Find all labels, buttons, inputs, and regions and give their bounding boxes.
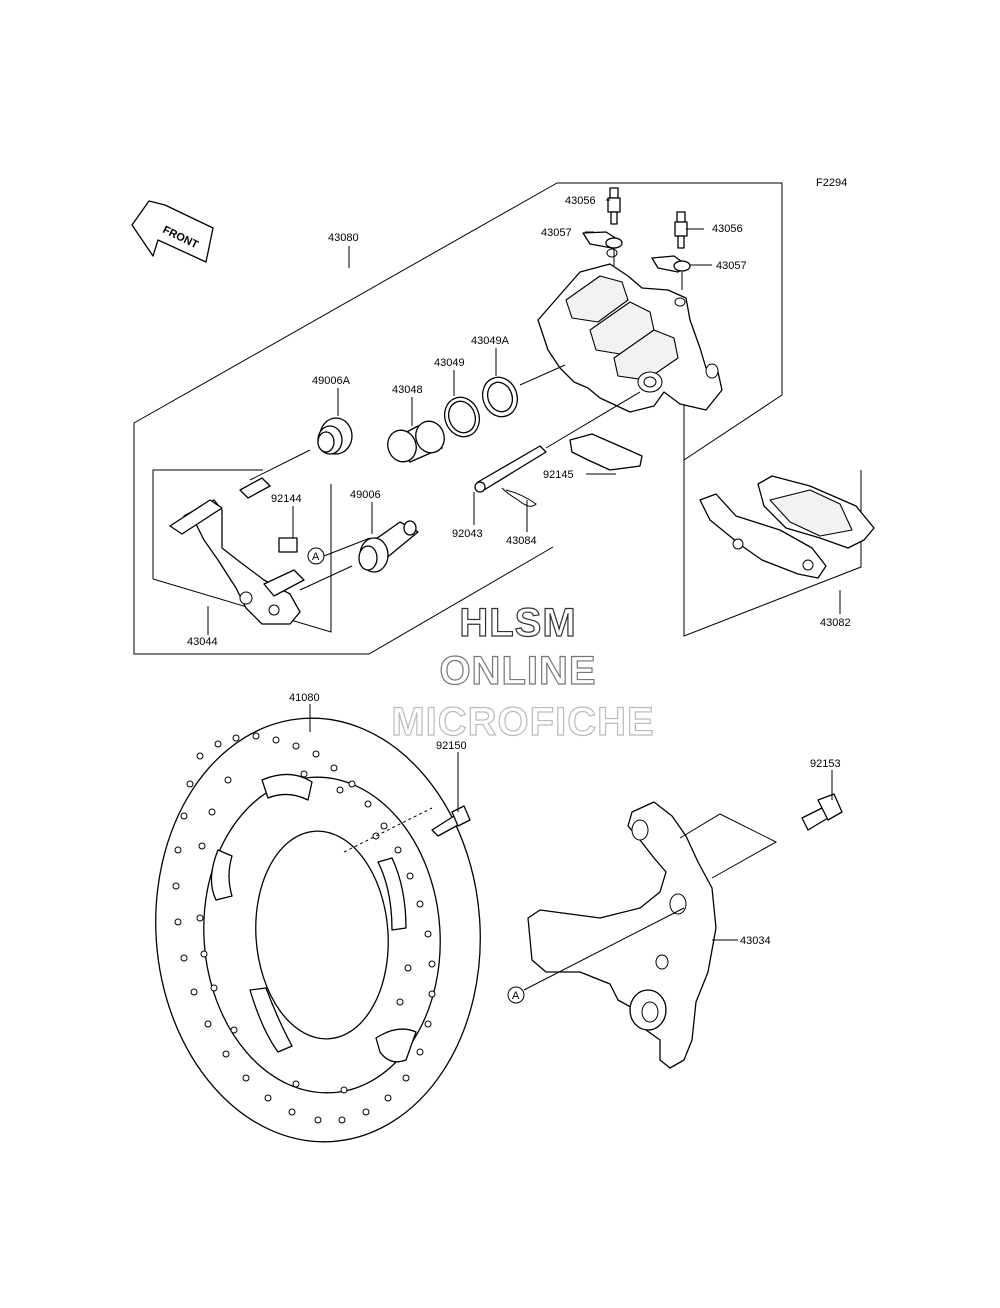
watermark-line-3: MICROFICHE [391, 700, 654, 744]
pad-pin [474, 445, 547, 493]
label-43044: 43044 [187, 636, 218, 648]
svg-text:A: A [512, 990, 520, 1002]
seal-43049A [481, 376, 519, 418]
callout-a-upper: A [307, 537, 371, 565]
label-92043: 92043 [452, 528, 483, 540]
label-49006: 49006 [350, 489, 381, 501]
disc-bolt [431, 805, 471, 837]
label-43082: 43082 [820, 617, 851, 629]
front-direction-arrow: FRONT [131, 200, 214, 263]
label-43049: 43049 [434, 357, 465, 369]
caliper-body [537, 248, 723, 413]
label-92150: 92150 [436, 740, 467, 752]
caliper-assembly-outline [557, 182, 783, 461]
bleeder-valve-right [674, 211, 688, 249]
bleeder-cap-left [582, 231, 623, 249]
label-43049A: 43049A [471, 335, 510, 347]
figure-code: F2294 [816, 177, 847, 189]
label-43057-right: 43057 [716, 260, 747, 272]
brake-disc [155, 717, 481, 1143]
pad-retainer [278, 537, 298, 553]
label-92153: 92153 [810, 758, 841, 770]
label-41080: 41080 [289, 692, 320, 704]
bracket-bolt [801, 793, 843, 831]
label-43048: 43048 [392, 384, 423, 396]
label-43057-left: 43057 [541, 227, 572, 239]
label-43056-left: 43056 [565, 195, 596, 207]
pin-clip [501, 487, 537, 507]
label-43084: 43084 [506, 535, 537, 547]
pad-spring [569, 433, 643, 471]
caliper-bracket [169, 477, 305, 625]
leader-lines [207, 199, 841, 941]
watermark-line-1: HLSM [459, 601, 576, 645]
svg-text:A: A [312, 551, 320, 563]
piston-43048 [387, 420, 445, 463]
bracket-group-outline [152, 469, 332, 633]
boot-49006A [317, 417, 353, 455]
label-43034: 43034 [740, 935, 771, 947]
bleeder-cap-right [651, 255, 691, 273]
label-92145: 92145 [543, 469, 574, 481]
seal-43049 [443, 396, 481, 438]
watermark-line-2: ONLINE [439, 649, 596, 693]
caliper-mount-bracket [527, 801, 717, 1069]
label-92144: 92144 [271, 493, 302, 505]
brake-pads [699, 475, 875, 579]
boot-49006 [358, 520, 419, 573]
label-49006A: 49006A [312, 375, 351, 387]
label-43056-right: 43056 [712, 223, 743, 235]
label-43080: 43080 [328, 232, 359, 244]
bleeder-valve-left [607, 187, 621, 225]
callout-a-lower: A [507, 907, 685, 1004]
